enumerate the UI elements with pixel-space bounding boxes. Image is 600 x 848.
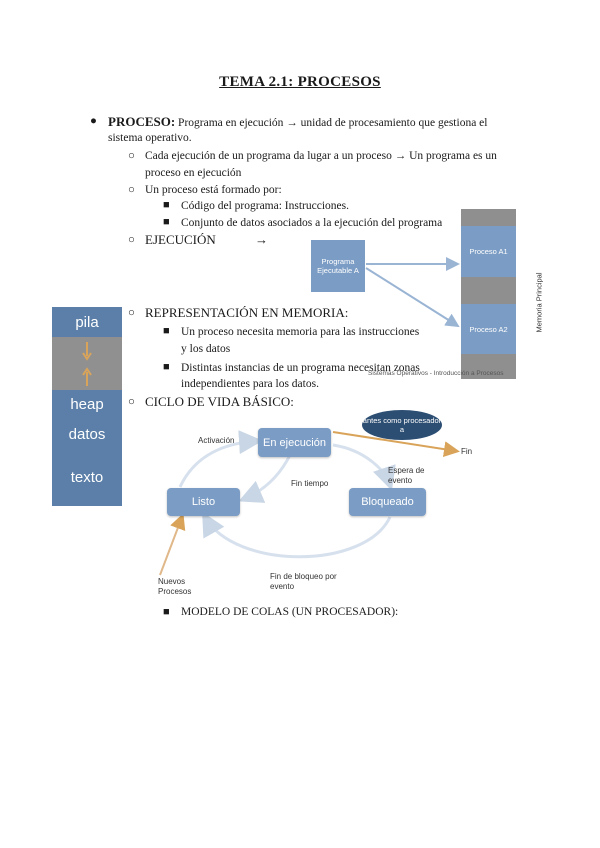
state-listo: Listo [167,488,240,516]
state-en-ejecucion: En ejecución [258,428,331,457]
callout-bubble: antes como procesador a [362,410,442,440]
lifecycle-arrows [159,430,460,576]
exec-diagram-footer: Sistemas Operativos - Introducción a Pro… [368,370,504,377]
label-fin-bloqueo: Fin de bloqueo por evento [270,572,337,591]
sub2-a: Código del programa: Instrucciones. [181,200,349,212]
square-bullet: ■ [163,325,170,337]
memory-block-gray [461,277,516,304]
memory-block-gray [461,209,516,226]
representacion-heading: REPRESENTACIÓN EN MEMORIA: [145,305,349,320]
circle-bullet: ○ [128,184,135,196]
circle-bullet: ○ [128,150,135,162]
memoria-principal-label: Memoria Principal [534,272,544,333]
proceso-line: PROCESO: Programa en ejecución → unidad … [108,113,487,132]
ejecucion-heading: EJECUCIÓN [145,232,216,247]
proceso-text-cont: sistema operativo. [108,132,192,144]
label-espera-evento: Espera de evento [388,466,425,485]
circle-bullet: ○ [128,396,135,408]
label-fin-tiempo: Fin tiempo [291,479,329,488]
label-activacion: Activación [198,436,235,445]
exec-arrows [365,257,460,328]
circle-bullet: ○ [128,234,135,246]
sub2: Un proceso está formado por: [145,184,282,196]
stack-texto: texto [52,449,122,506]
square-bullet: ■ [163,216,170,228]
stack-pila: pila [52,307,122,338]
circle-bullet: ○ [128,307,135,319]
label-fin: Fin [461,447,473,456]
ciclo-heading: CICLO DE VIDA BÁSICO: [145,394,294,409]
bullet-dot: ● [90,115,97,127]
rep-b-line2: independientes para los datos. [181,378,319,390]
rep-a-line1: Un proceso necesita memoria para las ins… [181,326,420,338]
proceso-label: PROCESO: [108,114,176,129]
arrow-to-a2 [365,267,460,328]
programa-ejecutable-box: Programa Ejecutable A [311,240,365,292]
sub1-line2: proceso en ejecución [145,167,242,179]
page-title: TEMA 2.1: PROCESOS [219,74,381,90]
rep-b-line1: Distintas instancias de un programa nece… [181,362,420,374]
square-bullet: ■ [163,199,170,211]
square-bullet: ■ [163,361,170,373]
sub2-b: Conjunto de datos asociados a la ejecuci… [181,217,443,229]
proceso-a1-block: Proceso A1 [461,226,516,277]
stack-growth-arrows [82,342,92,386]
state-bloqueado: Bloqueado [349,488,426,516]
stack-heap: heap [52,390,122,420]
square-bullet: ■ [163,606,170,618]
proceso-text: Programa en ejecución → unidad de proces… [175,117,488,129]
stack-datos: datos [52,419,122,450]
rep-a-line2: y los datos [181,343,231,355]
sub1-line1: Cada ejecución de un programa da lugar a… [145,150,497,162]
label-nuevos-procesos: Nuevos Procesos [158,577,192,596]
proceso-a2-block: Proceso A2 [461,304,516,354]
modelo-colas: MODELO DE COLAS (UN PROCESADOR): [181,606,399,618]
memory-block-gray [461,354,516,379]
ejecucion-arrow: → [255,232,268,247]
